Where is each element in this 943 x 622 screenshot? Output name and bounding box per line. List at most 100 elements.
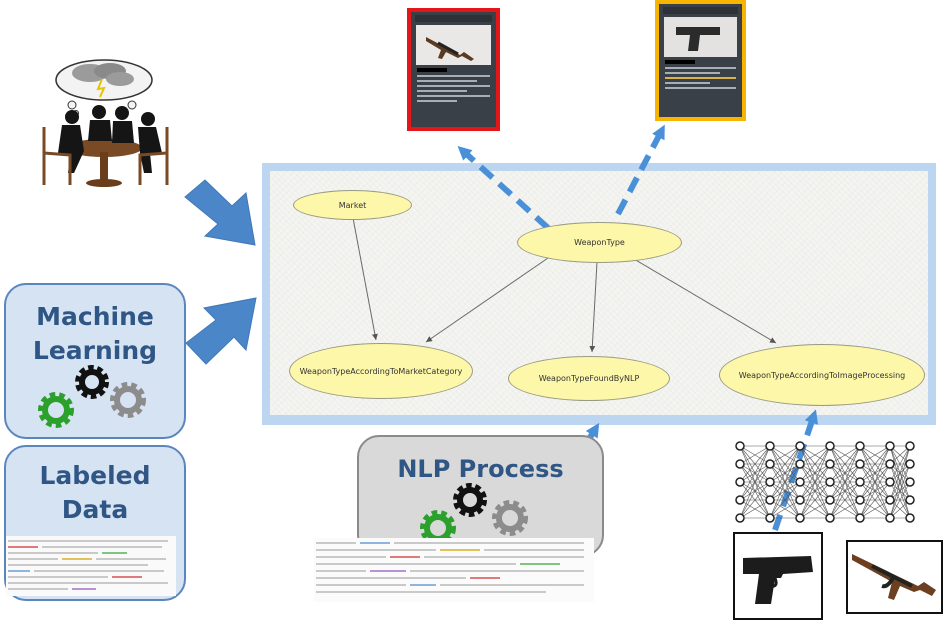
- dashed-arrow-to-red-listing: [457, 145, 551, 231]
- nn-neuron: [825, 441, 835, 451]
- nlp-document-snippet: [314, 538, 594, 602]
- nn-neuron: [905, 459, 915, 469]
- labeled-data-title-line1: Labeled: [39, 461, 151, 490]
- nn-neuron: [885, 495, 895, 505]
- nn-neuron: [765, 495, 775, 505]
- nn-connection: [739, 445, 771, 519]
- nn-neuron: [855, 459, 865, 469]
- nlp-process-title: NLP Process: [397, 455, 564, 483]
- node-by-nlp-label: WeaponTypeFoundByNLP: [538, 374, 640, 383]
- nn-connection: [799, 445, 831, 501]
- node-by-market-category-label: WeaponTypeAccordingToMarketCategory: [299, 366, 463, 376]
- nn-connection: [739, 445, 771, 483]
- nn-neuron: [825, 459, 835, 469]
- nn-neuron: [765, 459, 775, 469]
- nn-connection: [769, 445, 801, 501]
- nn-connection: [769, 445, 801, 465]
- dashed-arrow-to-gold-listing: [615, 124, 665, 216]
- nn-neuron: [735, 441, 745, 451]
- nn-neuron: [855, 441, 865, 451]
- nn-neuron: [885, 441, 895, 451]
- nn-connection: [859, 481, 891, 519]
- nn-neuron: [905, 477, 915, 487]
- nn-neuron: [855, 513, 865, 523]
- nn-neuron: [885, 513, 895, 523]
- nn-connection: [859, 445, 891, 483]
- nn-neuron: [825, 495, 835, 505]
- people-meeting-illustration: [42, 59, 169, 187]
- nn-connection: [769, 481, 801, 519]
- nn-connection: [799, 463, 831, 519]
- machine-learning-title-line2: Learning: [32, 335, 158, 365]
- labeled-data-document-snippet: [6, 536, 176, 596]
- nn-connection: [799, 445, 831, 465]
- node-weapon-type-label: WeaponType: [574, 238, 625, 247]
- nn-neuron: [795, 513, 805, 523]
- nn-neuron: [855, 477, 865, 487]
- neural-network-icon: [735, 441, 915, 523]
- nn-connection: [889, 445, 911, 519]
- edge-market-to-market-category: [352, 217, 378, 341]
- rifle-photo: [846, 540, 943, 614]
- node-by-market-category: WeaponTypeAccordingToMarketCategory: [289, 343, 473, 399]
- nn-neuron: [735, 495, 745, 505]
- nn-connection: [859, 499, 891, 519]
- nn-neuron: [795, 459, 805, 469]
- nn-connection: [829, 481, 861, 519]
- nn-connection: [769, 499, 801, 519]
- nn-neuron: [885, 477, 895, 487]
- node-market-label: Market: [338, 200, 367, 210]
- edge-weapontype-to-nlp: [589, 261, 598, 353]
- node-market: Market: [293, 190, 412, 220]
- gear-icon: [38, 365, 146, 428]
- nn-connection: [799, 481, 831, 519]
- nn-connection: [739, 499, 771, 519]
- nn-connection: [799, 445, 831, 483]
- nn-connection: [859, 463, 891, 519]
- rifle-image: [852, 554, 936, 600]
- nn-neuron: [735, 459, 745, 469]
- nn-connection: [889, 445, 911, 483]
- nn-connection: [829, 445, 861, 501]
- listing-screenshot-red: [407, 8, 500, 131]
- nn-connection: [889, 463, 911, 519]
- arrow-experts-to-network: [184, 179, 256, 246]
- nn-connection: [859, 445, 891, 519]
- nn-connection: [739, 445, 771, 501]
- nn-neuron: [885, 459, 895, 469]
- nn-neuron: [905, 495, 915, 505]
- nn-connection: [829, 499, 861, 519]
- nn-connection: [859, 445, 891, 501]
- nn-connection: [859, 445, 891, 465]
- node-by-nlp: WeaponTypeFoundByNLP: [508, 356, 670, 401]
- nn-connection: [799, 499, 831, 519]
- nn-connection: [739, 463, 771, 519]
- machine-learning-panel: Machine Learning: [4, 283, 186, 439]
- nn-neuron: [795, 441, 805, 451]
- nn-neuron: [905, 441, 915, 451]
- pistol-image: [664, 17, 737, 57]
- arrow-ml-to-network: [185, 297, 257, 365]
- nn-connection: [889, 481, 911, 519]
- nn-connection: [769, 463, 801, 519]
- listing-header-bar: [415, 15, 492, 22]
- nn-connection: [829, 445, 861, 483]
- nn-connection: [739, 445, 771, 465]
- nn-neuron: [765, 441, 775, 451]
- nn-neuron: [765, 477, 775, 487]
- nn-neuron: [795, 495, 805, 505]
- dashed-arrow-image-to-network: [772, 409, 819, 531]
- nn-connection: [739, 481, 771, 519]
- labeled-data-title-line2: Data: [61, 494, 129, 524]
- node-weapon-type: WeaponType: [517, 222, 682, 263]
- edge-weapontype-to-market-category: [425, 257, 549, 343]
- pistol-photo: [733, 532, 823, 620]
- nn-neuron: [825, 513, 835, 523]
- nn-connection: [769, 445, 801, 483]
- nn-neuron: [905, 513, 915, 523]
- machine-learning-title-line1: Machine: [36, 302, 154, 331]
- nn-neuron: [735, 477, 745, 487]
- listing-screenshot-gold: [655, 0, 746, 121]
- node-by-image-processing-label: WeaponTypeAccordingToImageProcessing: [738, 370, 906, 380]
